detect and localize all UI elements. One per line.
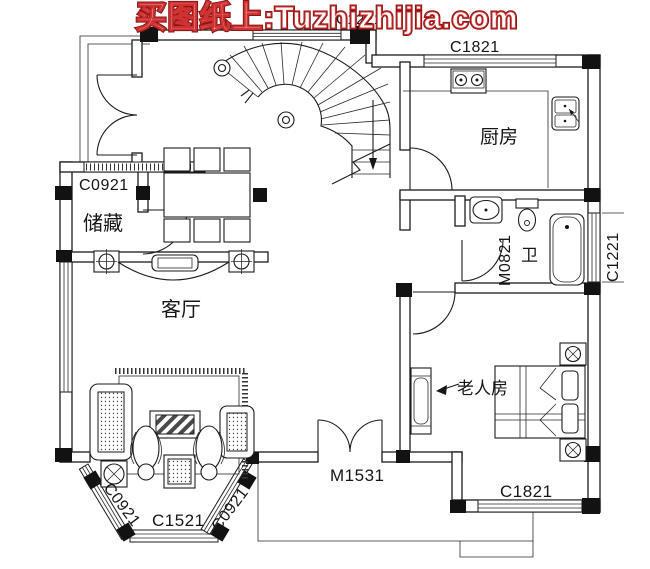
person-figure: [193, 425, 225, 481]
stair-start-marker: [240, 89, 254, 104]
spiral-staircase: [213, 41, 391, 185]
elder-room-window: [477, 499, 583, 513]
storage-window-label: C0921: [79, 177, 129, 194]
stair-newel-posts: [213, 59, 295, 129]
living-room-french-door: [317, 419, 383, 453]
wardrobe: [410, 367, 432, 435]
entry-porch-outline: [79, 35, 150, 163]
pillow: [561, 370, 579, 401]
bathroom-window: [587, 212, 601, 283]
top-center-window-label: C1221: [336, 11, 383, 28]
toilet: [515, 198, 539, 232]
elder-room-window-label: C1821: [500, 482, 553, 501]
bathroom-window-label: C1221: [605, 232, 622, 282]
top-center-window: [252, 29, 342, 41]
labels: C1221 C1821 C1221 C0921 C0921 C1521 C092…: [79, 11, 622, 534]
blanket-fold: [539, 367, 557, 437]
kitchen-fixtures: [403, 68, 580, 188]
stove: [450, 68, 487, 94]
person-figure: [130, 425, 162, 481]
tv-screen: [157, 257, 193, 269]
elder-room-label: 老人房: [457, 379, 508, 398]
dining-set: [163, 147, 251, 243]
tv-feature-wall: [93, 249, 255, 281]
dimension-lines: [602, 212, 624, 283]
pilaster-symbol: [228, 249, 255, 274]
left-wall-window: [59, 261, 73, 393]
kitchen-counter: [403, 90, 549, 188]
pilaster-symbol: [93, 249, 120, 274]
living-room-label: 客厅: [161, 298, 201, 321]
coffee-table: [149, 410, 201, 439]
dining-chair: [163, 218, 191, 243]
bathtub: [549, 213, 585, 286]
armchair: [219, 405, 255, 459]
dining-chair: [223, 147, 251, 172]
bathroom-door: [461, 239, 504, 282]
kitchen-door: [409, 147, 453, 191]
nightstand-symbol: [559, 438, 587, 462]
dining-chair: [193, 147, 221, 172]
bathroom-fixtures: [469, 196, 585, 286]
pillow: [561, 403, 579, 434]
french-door-label: M1531: [330, 466, 384, 485]
kitchen-sink: [551, 96, 580, 131]
sofa-three-seat: [89, 383, 133, 461]
elder-room-furniture: [410, 342, 587, 462]
kitchen-window-label: C1821: [450, 39, 500, 56]
watermark-text-outline: 买图纸上:Tuzhizhijia.com: [136, 0, 519, 35]
elder-room-door: [412, 291, 456, 335]
bathroom-door-label: M0821: [497, 235, 514, 286]
entry-double-door: [96, 74, 138, 156]
windows: [59, 29, 601, 543]
stair-direction-arrow: [369, 100, 377, 170]
sofa-area: [89, 368, 255, 489]
watermark-text-inner: 买图纸上:Tuzhizhijia.com: [136, 0, 519, 35]
dining-chair: [193, 218, 221, 243]
stair-break-line: [331, 143, 391, 185]
bathroom-room-label: 卫: [521, 246, 538, 265]
tv: [151, 254, 199, 272]
room-label-arrow: [436, 383, 460, 395]
floor-stool: [163, 454, 196, 489]
stair-treads: [221, 41, 391, 175]
storage-room-label: 储藏: [83, 212, 123, 235]
plant-stand-symbol: [100, 460, 128, 488]
bay-center-window-label: C1521: [152, 511, 205, 530]
structural-columns: [55, 26, 600, 542]
dining-chair: [223, 218, 251, 243]
watermark: 买图纸上:Tuzhizhijia.com 买图纸上:Tuzhizhijia.co…: [134, 0, 519, 37]
dining-table: [163, 172, 251, 218]
nightstand-symbol: [559, 342, 587, 366]
wash-basin: [469, 196, 503, 224]
kitchen-room-label: 厨房: [480, 126, 518, 148]
terrace-outline: [257, 462, 534, 558]
tv-cabinet: [117, 261, 230, 281]
double-bed: [494, 365, 586, 439]
dining-chair: [163, 147, 191, 172]
kitchen-window: [423, 54, 557, 68]
